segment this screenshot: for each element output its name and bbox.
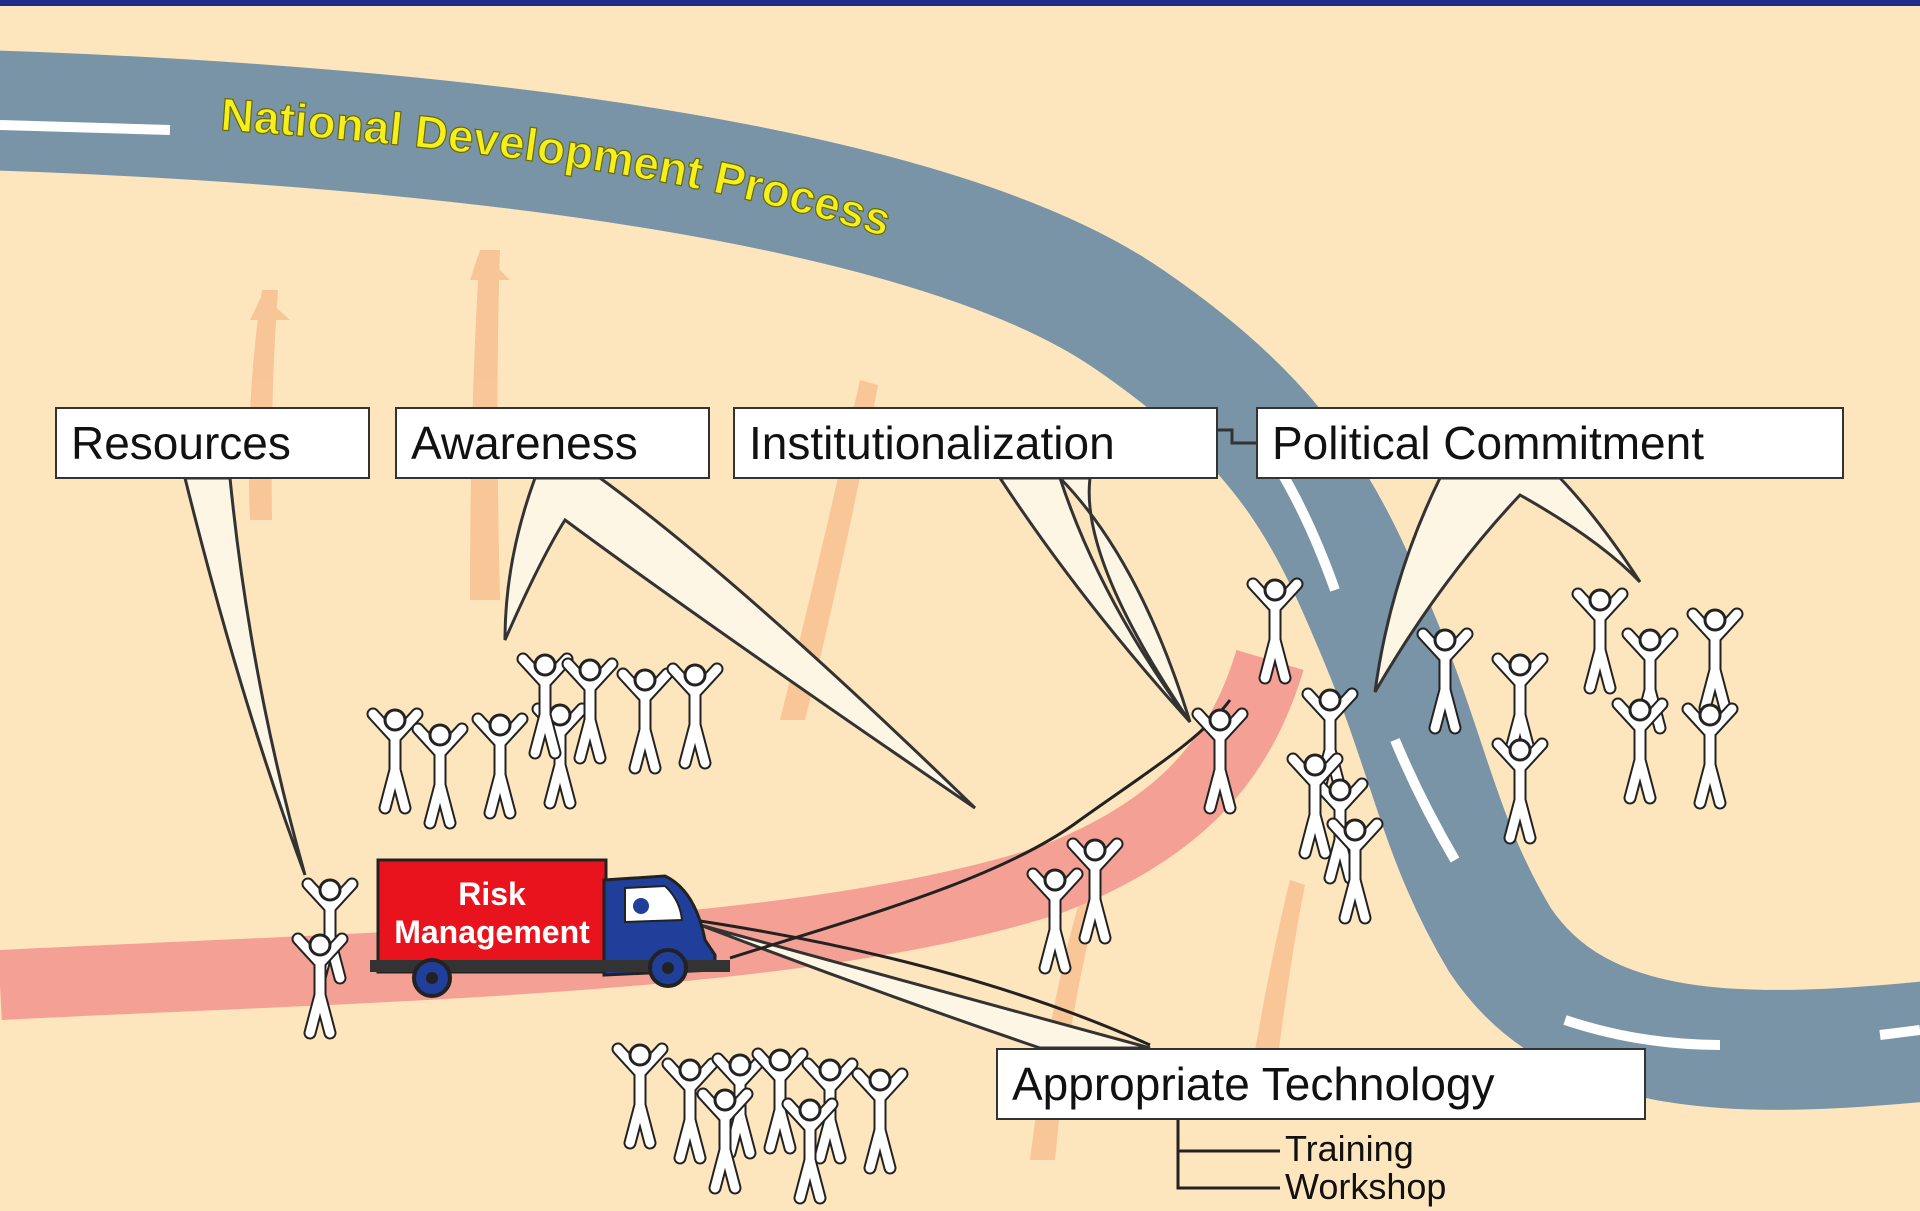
bg-arrow xyxy=(248,290,278,520)
truck-driver xyxy=(633,898,649,914)
person-figure xyxy=(611,1042,669,1150)
tow-rope-2 xyxy=(679,916,1151,1047)
road-dash xyxy=(0,120,171,135)
person-figure xyxy=(561,657,619,765)
person-figure xyxy=(1191,707,1249,815)
person-figure xyxy=(1246,577,1304,685)
label-political-commitment: Political Commitment xyxy=(1256,407,1844,479)
pink-path xyxy=(0,649,1304,1020)
person-figure xyxy=(1571,587,1629,695)
bg-arrow-head xyxy=(470,250,510,280)
pointer-resources xyxy=(183,476,307,876)
person-figure xyxy=(411,722,469,830)
road-dash xyxy=(1563,1015,1721,1050)
person-figure xyxy=(1621,627,1679,735)
sub-item-bracket xyxy=(1176,1120,1280,1190)
label-resources: Resources xyxy=(55,407,370,479)
bg-arrow xyxy=(1250,880,1305,1080)
person-figure xyxy=(1311,777,1369,885)
pointer-political xyxy=(1373,476,1642,693)
person-figure xyxy=(1491,737,1549,845)
person-figure xyxy=(1611,697,1669,805)
tow-rope xyxy=(729,699,1232,960)
road-dash xyxy=(1879,1025,1920,1040)
road xyxy=(0,50,1920,1110)
pointer-shapes xyxy=(183,476,1642,1050)
person-figure xyxy=(666,662,724,770)
person-figure xyxy=(301,877,359,985)
person-figure xyxy=(1286,752,1344,860)
pointer-awareness xyxy=(503,476,977,810)
sub-item-training: Training xyxy=(1285,1128,1414,1169)
person-figure xyxy=(1301,687,1359,795)
pointer-technology xyxy=(699,923,1151,1050)
person-figure xyxy=(366,707,424,815)
truck: Risk Management xyxy=(370,858,730,998)
person-figure xyxy=(471,712,529,820)
person-figure xyxy=(1686,607,1744,715)
truck-hub xyxy=(426,972,438,984)
people xyxy=(291,577,1744,1205)
person-figure xyxy=(661,1057,719,1165)
person-figure xyxy=(1026,867,1084,975)
label-awareness: Awareness xyxy=(395,407,710,479)
truck-hub xyxy=(662,962,674,974)
person-figure xyxy=(696,1087,754,1195)
person-figure xyxy=(1681,702,1739,810)
bg-arrow-head xyxy=(250,295,290,320)
person-figure xyxy=(1066,837,1124,945)
truck-label-line1: Risk xyxy=(458,876,526,912)
label-appropriate-technology: Appropriate Technology xyxy=(996,1048,1646,1120)
pointer-institutionalization-a xyxy=(997,476,1192,724)
person-figure xyxy=(851,1067,909,1175)
road-dash xyxy=(1390,738,1460,863)
person-figure xyxy=(616,667,674,775)
person-figure xyxy=(751,1047,809,1155)
person-figure xyxy=(516,652,574,760)
person-figure xyxy=(1491,652,1549,760)
sub-item-workshop: Workshop xyxy=(1285,1166,1447,1207)
truck-label-line2: Management xyxy=(394,914,590,950)
pointer-institutionalization-b xyxy=(1056,476,1192,723)
truck-chassis xyxy=(370,960,730,972)
label-institutionalization: Institutionalization xyxy=(733,407,1218,479)
person-figure xyxy=(291,932,349,1040)
person-figure xyxy=(1416,627,1474,735)
person-figure xyxy=(1326,817,1384,925)
person-figure xyxy=(781,1097,839,1205)
top-border xyxy=(0,0,1920,6)
road-dash xyxy=(1275,467,1340,592)
